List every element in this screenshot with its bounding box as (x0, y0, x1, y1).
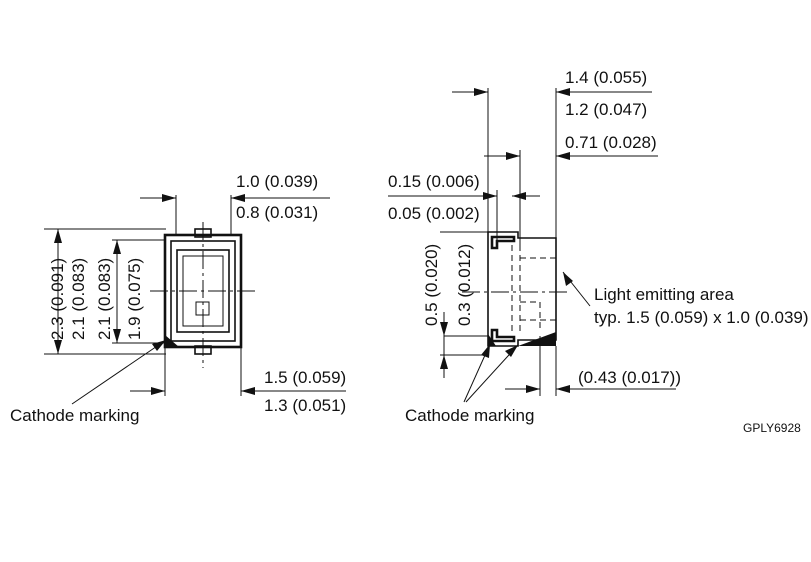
dim-height-min: 1.9 (0.075) (125, 258, 144, 340)
dim-height-max: 2.3 (0.091) (48, 258, 67, 340)
drawing-code: GPLY6928 (743, 421, 801, 435)
dim-arrow (440, 322, 448, 336)
side-cathode-arrow-2 (505, 345, 518, 357)
side-top-lead (490, 235, 516, 250)
dim-bottom-max: 1.5 (0.059) (264, 368, 346, 387)
dim-arrow (512, 192, 526, 200)
dim-lead-min: 0.05 (0.002) (388, 204, 480, 223)
dim-arrow (483, 192, 497, 200)
emit-label-line2: typ. 1.5 (0.059) x 1.0 (0.039) (594, 308, 809, 327)
dim-arrow (506, 152, 520, 160)
dim-arrow (556, 152, 570, 160)
side-cathode-arrow-1 (481, 344, 490, 358)
dim-arrow (440, 355, 448, 369)
dim-side-height-max: 0.5 (0.020) (422, 244, 441, 326)
side-view: 1.4 (0.055) 1.2 (0.047) 0.71 (0.028) 0.1… (388, 68, 809, 425)
dim-arrow (526, 385, 540, 393)
cathode-leader-line (71, 339, 167, 405)
dim-arrow (241, 387, 255, 395)
side-cathode-label: Cathode marking (405, 406, 534, 425)
dim-height-b: 2.1 (0.083) (95, 258, 114, 340)
dim-arrow (151, 387, 165, 395)
dim-width-min: 0.8 (0.031) (236, 203, 318, 222)
dim-length-min: 1.2 (0.047) (565, 100, 647, 119)
emit-label-line1: Light emitting area (594, 285, 734, 304)
dim-arrow (231, 194, 245, 202)
dim-width-max: 1.0 (0.039) (236, 172, 318, 191)
side-cathode-mark-left (488, 334, 496, 346)
front-cathode-mark (165, 335, 179, 347)
dim-arrow (113, 240, 121, 254)
dim-arrow (113, 329, 121, 343)
dim-bottom-min: 1.3 (0.051) (264, 396, 346, 415)
side-bottom-lead (490, 328, 516, 343)
side-cathode-mark (518, 332, 556, 346)
dim-arrow (556, 385, 570, 393)
dim-arrow (474, 88, 488, 96)
dim-height-a: 2.1 (0.083) (69, 258, 88, 340)
dim-arrow (162, 194, 176, 202)
dim-arrow (54, 229, 62, 243)
dim-arrow (54, 340, 62, 354)
dim-arrow (556, 88, 570, 96)
dim-gap: (0.43 (0.017)) (578, 368, 681, 387)
dim-lead-max: 0.15 (0.006) (388, 172, 480, 191)
dim-length-max: 1.4 (0.055) (565, 68, 647, 87)
front-view: 1.0 (0.039) 0.8 (0.031) 2.3 (0.091) 2.1 … (10, 172, 346, 425)
emit-leader-arrow (563, 272, 573, 286)
front-cathode-label: Cathode marking (10, 406, 139, 425)
dim-side-height-min: 0.3 (0.012) (455, 244, 474, 326)
dim-offset: 0.71 (0.028) (565, 133, 657, 152)
cathode-leader-arrow (152, 340, 166, 351)
